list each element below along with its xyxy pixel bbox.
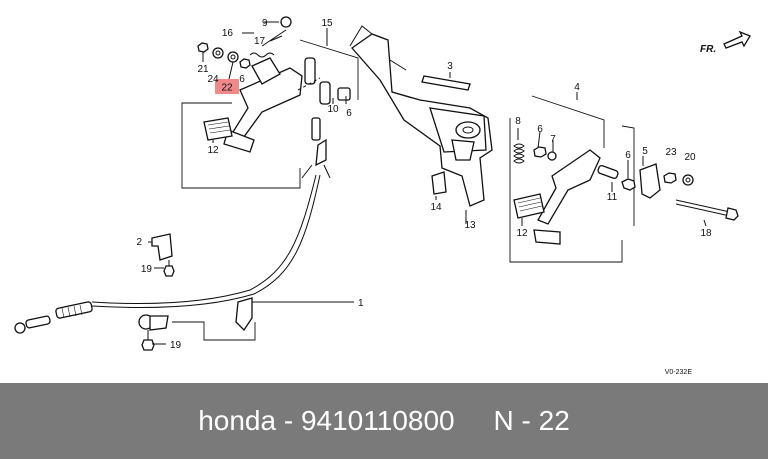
- rubber-strip-part-3: [421, 75, 471, 91]
- callout-6-center: 6: [346, 108, 352, 119]
- callout-19-upper: 19: [141, 264, 153, 275]
- pedal-assembly-left: [181, 16, 359, 189]
- callout-23: 23: [665, 147, 677, 158]
- callout-21: 21: [197, 64, 209, 75]
- bracket-part-14: [431, 171, 447, 195]
- diagram-reference: N - 22: [493, 405, 570, 436]
- callout-10: 10: [327, 104, 339, 115]
- bolt-part-18: [675, 199, 739, 221]
- callout-6-far-right: 6: [625, 150, 631, 161]
- callout-7: 7: [550, 134, 556, 145]
- nut-part-23: [663, 172, 677, 184]
- callout-6-right: 6: [537, 124, 543, 135]
- callout-1: 1: [358, 298, 364, 309]
- callout-8: 8: [515, 116, 521, 127]
- brand-name: honda: [198, 405, 277, 436]
- caption-separator: -: [276, 405, 301, 436]
- callout-24: 24: [207, 74, 219, 85]
- direction-label: FR.: [700, 44, 716, 55]
- cable-clip-part-2: [151, 233, 175, 277]
- pedal-assembly-right: [509, 95, 661, 263]
- callout-12-right: 12: [516, 228, 528, 239]
- callout-5: 5: [642, 146, 648, 157]
- return-spring-part-8: [513, 143, 525, 164]
- pedal-pad-rubber-right: [513, 193, 545, 219]
- callout-leaders: [148, 21, 707, 345]
- cap-part-7: [547, 151, 557, 161]
- callout-16: 16: [222, 28, 234, 39]
- callout-2: 2: [136, 237, 142, 248]
- bolt-part-19-lower: [141, 330, 155, 351]
- part-number: 9410110800: [300, 405, 455, 436]
- callout-6-upper: 6: [239, 74, 245, 85]
- callout-22-label: 22: [221, 83, 233, 94]
- drawing-code: V0-232E: [665, 369, 693, 376]
- callout-9: 9: [262, 18, 268, 29]
- callout-numbers: 16 9 17 15 21 24 6 12 10 6 3 4 8 6 7 6 5…: [136, 18, 712, 376]
- part-caption-bar: honda - 9410110800 N - 22: [0, 383, 768, 459]
- front-direction-indicator: FR.: [700, 30, 751, 55]
- washer-part-20: [682, 174, 694, 186]
- highlighted-part-callout-22[interactable]: 22: [215, 79, 239, 94]
- parking-brake-parts-diagram: 22: [14, 16, 751, 376]
- callout-18: 18: [700, 228, 712, 239]
- pedal-pad-rubber-left: [203, 117, 233, 141]
- caption-gap: [455, 405, 494, 437]
- callout-15: 15: [321, 18, 333, 29]
- callout-20: 20: [684, 152, 696, 163]
- parking-brake-cable: [14, 117, 331, 334]
- callout-14: 14: [430, 202, 442, 213]
- callout-17: 17: [254, 36, 266, 47]
- nut-part-6-right: [533, 146, 547, 158]
- callout-13: 13: [464, 220, 476, 231]
- callout-11: 11: [607, 192, 618, 203]
- callout-4: 4: [574, 82, 580, 93]
- callout-3: 3: [447, 61, 453, 72]
- callout-19-lower: 19: [170, 340, 182, 351]
- lever-bracket-part-13: [349, 25, 493, 218]
- callout-12-left: 12: [207, 145, 219, 156]
